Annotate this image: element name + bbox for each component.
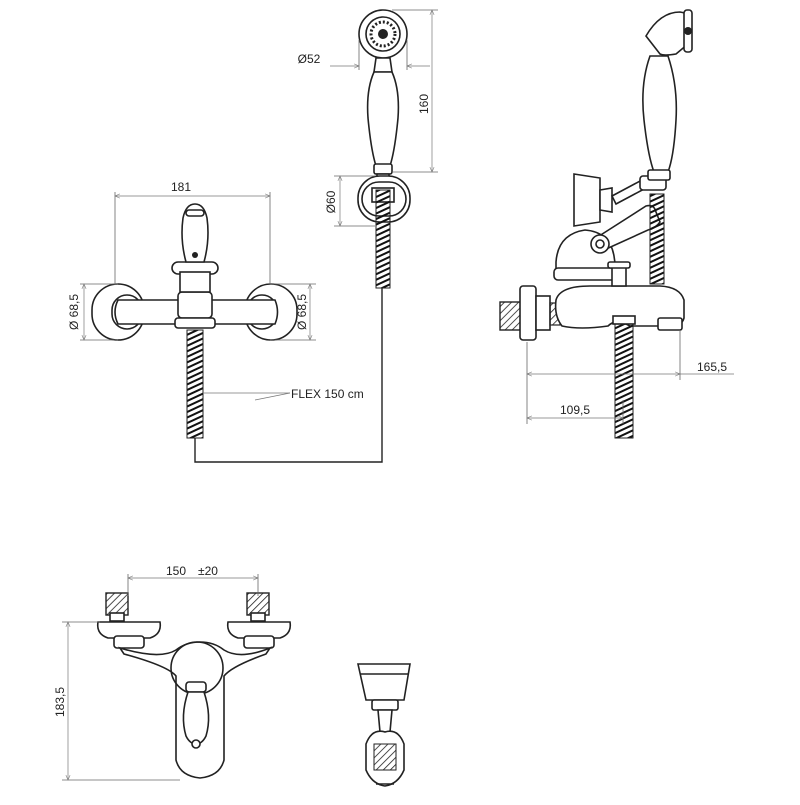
dimension-68-5-right: Ø 68,5 <box>270 284 316 340</box>
dimension-52: Ø52 <box>298 40 430 70</box>
flex-hose-callout: FLEX 150 cm <box>203 387 364 401</box>
dimension-165-5: 165,5 <box>527 330 734 424</box>
hand-shower <box>358 9 408 181</box>
dim-150-label: 150 <box>166 564 186 578</box>
dim-60-label: Ø60 <box>324 190 338 213</box>
dim-68-5-right-label: Ø 68,5 <box>295 294 309 330</box>
side-view-hand-shower <box>642 9 693 285</box>
dim-109-5-label: 109,5 <box>560 403 590 417</box>
dimension-183-5: 183,5 <box>53 622 180 780</box>
shower-bracket-wall <box>357 175 411 289</box>
dimension-109-5: 109,5 <box>527 400 623 424</box>
side-view-mixer <box>499 204 685 439</box>
dim-165-5-label: 165,5 <box>697 360 727 374</box>
dim-52-label: Ø52 <box>298 52 321 66</box>
dimension-150: 150 ±20 <box>128 564 258 596</box>
dim-183-5-label: 183,5 <box>53 687 67 717</box>
dimension-68-5-left: Ø 68,5 <box>67 284 118 340</box>
dimension-60: Ø60 <box>324 176 375 226</box>
dim-150-tolerance: ±20 <box>198 564 218 578</box>
flex-hose-label: FLEX 150 cm <box>291 387 364 401</box>
front-view-mixer <box>91 203 383 463</box>
bracket-detail <box>357 663 411 787</box>
bottom-front-view-mixer <box>96 592 292 779</box>
dimension-160: 160 <box>392 10 438 172</box>
dim-181-label: 181 <box>171 180 191 194</box>
dim-68-5-left-label: Ø 68,5 <box>67 294 81 330</box>
dimension-181: 181 <box>115 180 270 285</box>
dim-160-label: 160 <box>417 94 431 114</box>
